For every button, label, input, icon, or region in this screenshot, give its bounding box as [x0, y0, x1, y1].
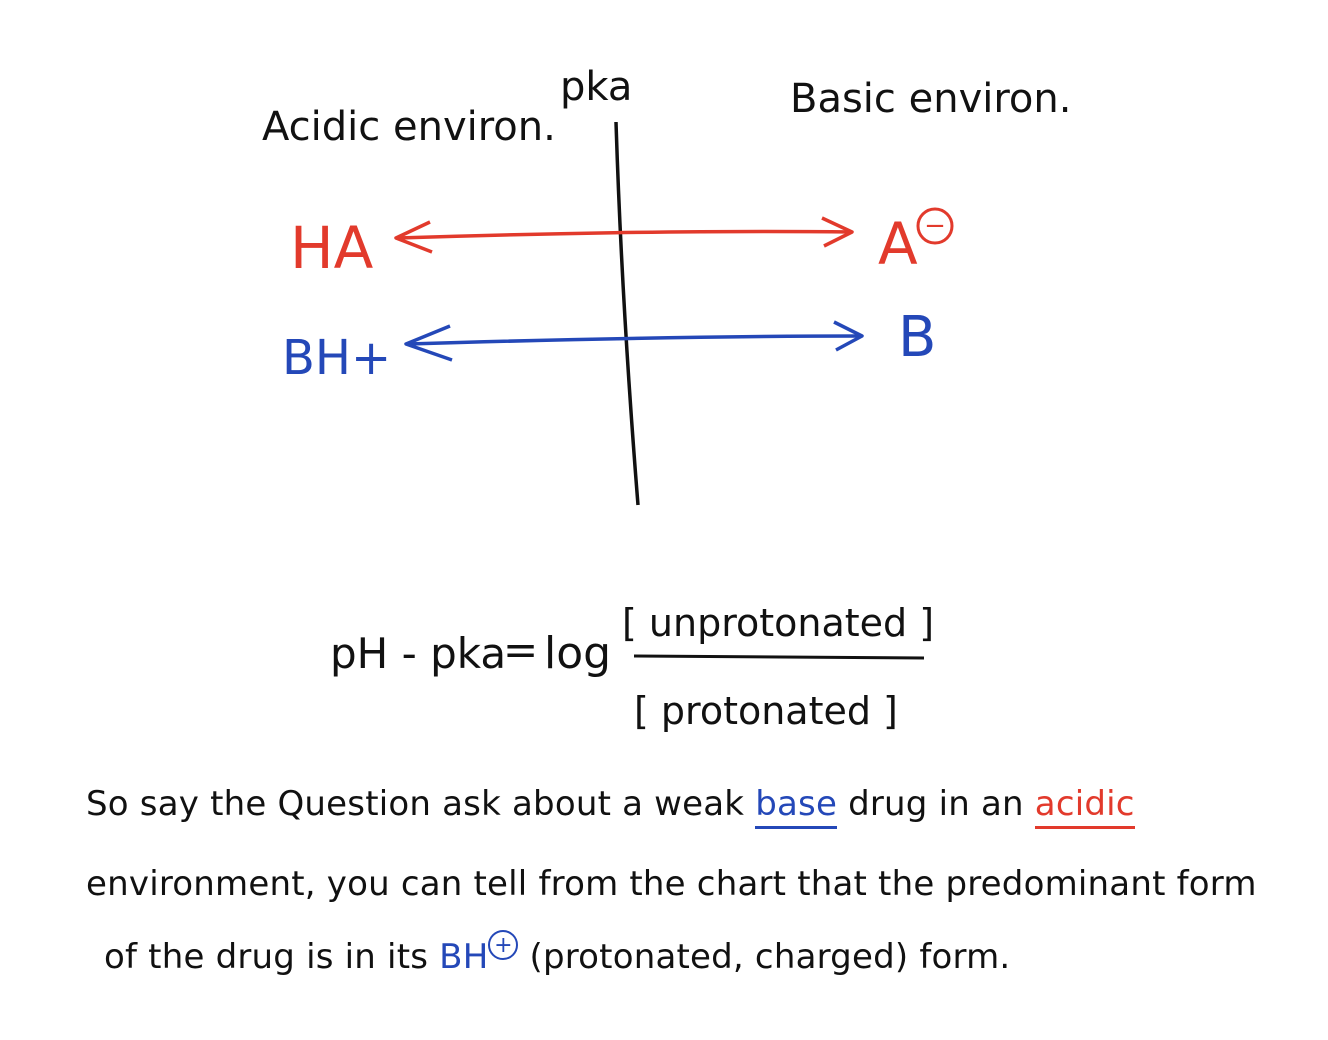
note-word-bh: BH	[439, 937, 489, 977]
note-word-base: base	[755, 784, 838, 829]
bh-b-double-arrow-line	[407, 334, 863, 346]
ha-species: HA	[290, 214, 374, 282]
note-line-1: So say the Question ask about a weak bas…	[86, 784, 1246, 829]
bh-arrowhead-left	[404, 324, 453, 362]
b-arrowhead-right	[833, 320, 864, 352]
note-line-3: of the drug is in its BH+ (protonated, c…	[104, 930, 1264, 977]
note-text-1a: So say the Question ask about a weak	[86, 784, 745, 824]
pka-label: pka	[560, 64, 632, 110]
negative-charge-circle	[916, 207, 954, 245]
acidic-environ-label: Acidic environ.	[262, 104, 556, 150]
basic-environ-label: Basic environ.	[790, 76, 1071, 122]
equation-numerator: [ unprotonated ]	[622, 601, 934, 645]
equation-denominator: [ protonated ]	[634, 689, 898, 733]
equation-equals: =	[503, 625, 538, 674]
equation-log: log	[544, 628, 611, 679]
negative-charge-sign: −	[924, 211, 946, 241]
positive-charge-circle: +	[488, 930, 519, 960]
ha-arrowhead-left	[394, 220, 433, 254]
a-minus-species: A	[878, 210, 918, 278]
equation-lhs: pH - pka	[330, 629, 506, 678]
a-arrowhead-right	[821, 216, 854, 248]
fraction-bar	[633, 654, 925, 660]
note-text-1b: drug in an	[848, 784, 1024, 824]
b-species: B	[898, 305, 936, 370]
note-text-3a: of the drug is in its	[104, 937, 429, 977]
ha-a-double-arrow-line	[397, 229, 853, 240]
note-line-2: environment, you can tell from the chart…	[86, 864, 1256, 904]
note-word-acidic: acidic	[1034, 784, 1135, 829]
note-text-3b: (protonated, charged) form.	[529, 937, 1011, 977]
bh-plus-species: BH+	[282, 330, 391, 386]
pka-divider-line	[614, 121, 640, 506]
note-text-2: environment, you can tell from the chart…	[86, 864, 1257, 904]
